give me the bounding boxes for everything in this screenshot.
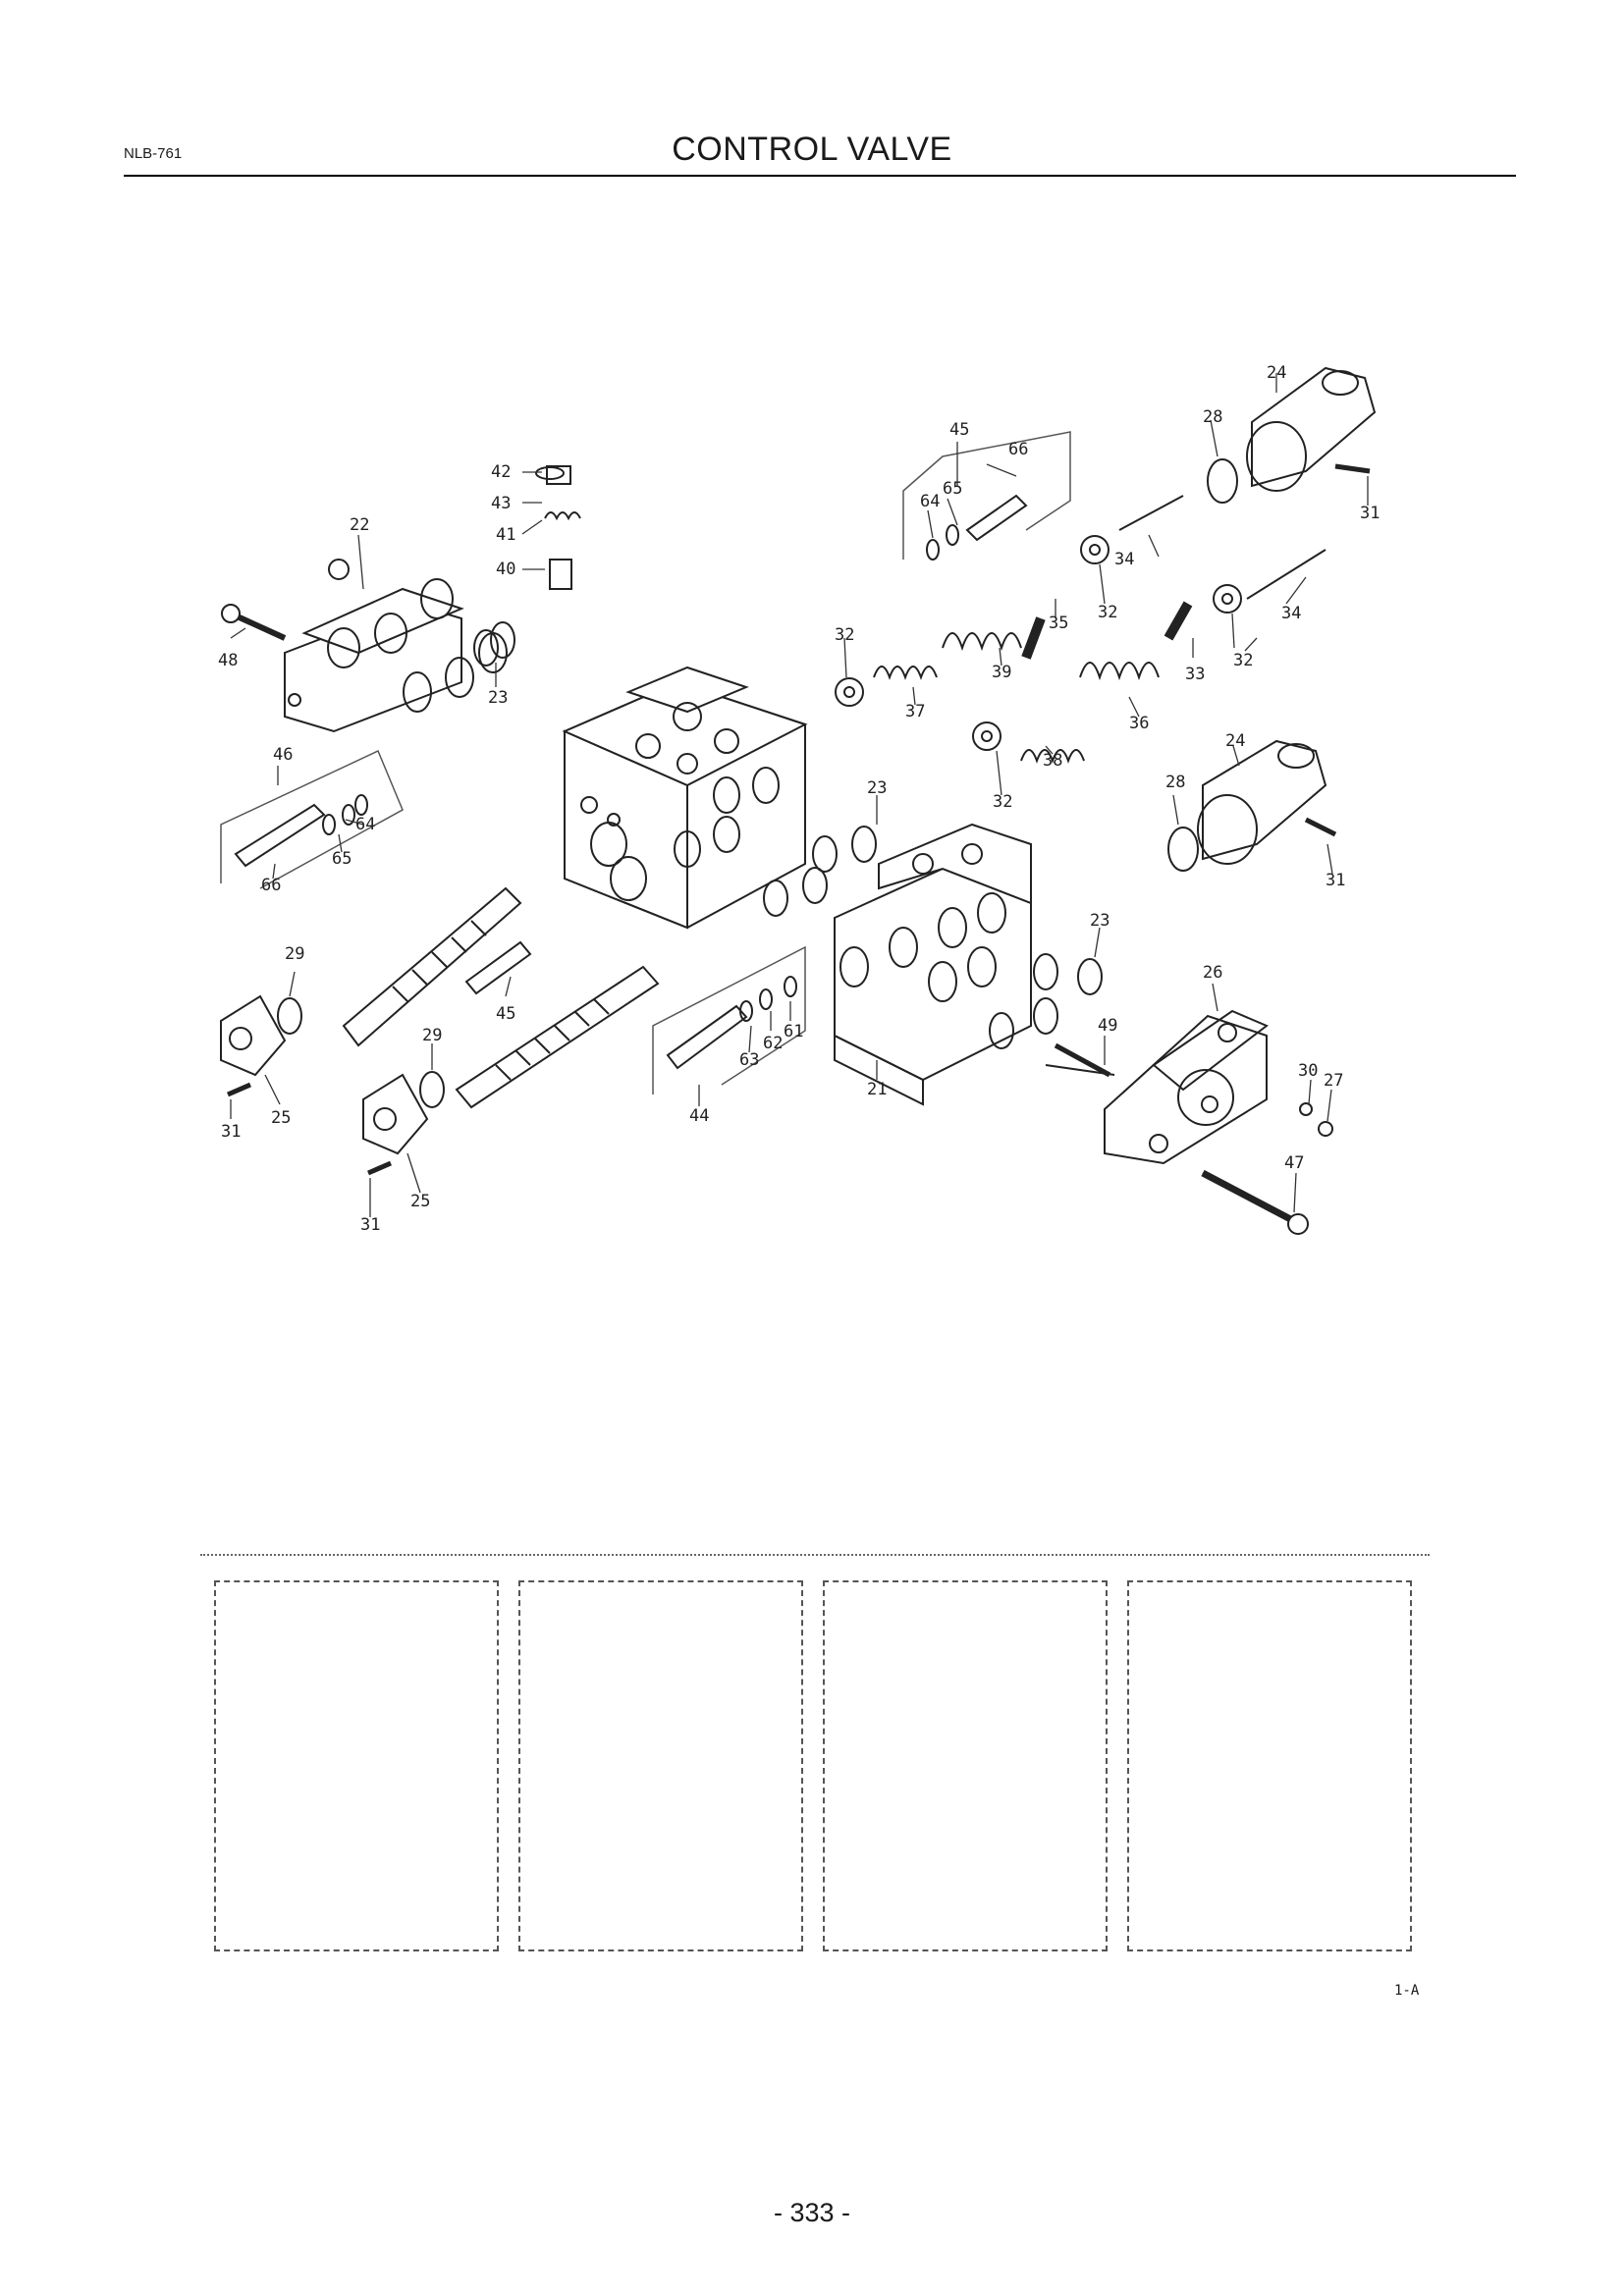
callout-34-b: 34 (1281, 604, 1301, 623)
callout-31-lower: 31 (1326, 871, 1345, 890)
callout-25-a: 25 (271, 1108, 291, 1128)
callout-25-b: 25 (410, 1192, 430, 1211)
relief-valves (234, 465, 1326, 1223)
spool-lower (455, 965, 660, 1109)
main-valve-body (562, 666, 808, 930)
callout-31-top: 31 (1360, 504, 1380, 523)
callout-28-lower: 28 (1165, 773, 1185, 792)
callout-32-a: 32 (1098, 603, 1117, 622)
covers-25 (220, 994, 429, 1155)
figure-code: 1-A (1394, 1983, 1420, 1999)
cap-24-lower (1197, 739, 1327, 865)
callout-45-top: 45 (949, 420, 969, 440)
o-rings (277, 458, 1242, 1108)
callout-46: 46 (273, 745, 293, 765)
callout-40: 40 (496, 560, 515, 579)
leader-lines (230, 373, 1369, 1217)
callout-32-b: 32 (835, 625, 854, 645)
callout-27: 27 (1324, 1071, 1343, 1091)
page-title: CONTROL VALVE (672, 131, 952, 168)
callout-28-top: 28 (1203, 407, 1222, 427)
separator-line (200, 1554, 1430, 1556)
blank-box-1 (214, 1580, 499, 1951)
callout-31-b: 31 (360, 1215, 380, 1235)
callout-32-c: 32 (1233, 651, 1253, 670)
callout-23-left: 23 (488, 688, 508, 708)
callout-29-b: 29 (422, 1026, 442, 1045)
callout-35: 35 (1049, 614, 1068, 633)
callout-39: 39 (992, 663, 1011, 682)
callout-23-right: 23 (1090, 911, 1110, 931)
callout-44: 44 (689, 1106, 709, 1126)
callout-64-top: 64 (920, 492, 940, 511)
spool-upper (342, 886, 522, 1047)
callout-29-a: 29 (285, 944, 304, 964)
callout-26: 26 (1203, 963, 1222, 983)
blank-box-3 (823, 1580, 1108, 1951)
callout-66-left: 66 (261, 876, 281, 895)
bolts (221, 463, 1371, 1235)
callout-30: 30 (1298, 1061, 1318, 1081)
callout-45-lower: 45 (496, 1004, 515, 1024)
callout-47: 47 (1284, 1153, 1304, 1173)
callout-24-top: 24 (1267, 363, 1286, 383)
callout-65-top: 65 (943, 479, 962, 499)
callout-23-mid: 23 (867, 778, 887, 798)
callout-49: 49 (1098, 1016, 1117, 1036)
blank-box-2 (518, 1580, 803, 1951)
callout-64-left: 64 (355, 815, 375, 834)
end-cover-22 (284, 559, 515, 733)
callout-61: 61 (784, 1022, 803, 1041)
callout-36: 36 (1129, 714, 1149, 733)
callout-65-left: 65 (332, 849, 352, 869)
callout-62: 62 (763, 1034, 783, 1053)
callout-22: 22 (350, 515, 369, 535)
callout-31-a: 31 (221, 1122, 241, 1142)
cap-24-upper (1246, 366, 1377, 492)
callout-labels: 42 43 41 40 22 48 23 45 66 65 64 24 28 3… (218, 363, 1380, 1235)
callout-32-d: 32 (993, 792, 1012, 812)
callout-24-lower: 24 (1225, 731, 1245, 751)
callout-63: 63 (739, 1050, 759, 1070)
blank-box-4 (1127, 1580, 1412, 1951)
header-rule (124, 175, 1516, 177)
callout-41: 41 (496, 525, 515, 545)
callout-21: 21 (867, 1080, 887, 1099)
page-number: - 333 - (773, 2198, 851, 2227)
callout-42: 42 (491, 462, 511, 482)
right-valve-section (834, 823, 1032, 1106)
callout-34-a: 34 (1114, 550, 1134, 569)
callout-37: 37 (905, 702, 925, 721)
document-code: NLB-761 (124, 145, 183, 162)
springs (544, 511, 1160, 764)
callout-38: 38 (1043, 751, 1062, 771)
callout-66-top: 66 (1008, 440, 1028, 459)
group-brackets (220, 431, 1071, 1095)
callout-33: 33 (1185, 665, 1205, 684)
cover-26 (1104, 1009, 1269, 1165)
callout-43: 43 (491, 494, 511, 513)
callout-48: 48 (218, 651, 238, 670)
